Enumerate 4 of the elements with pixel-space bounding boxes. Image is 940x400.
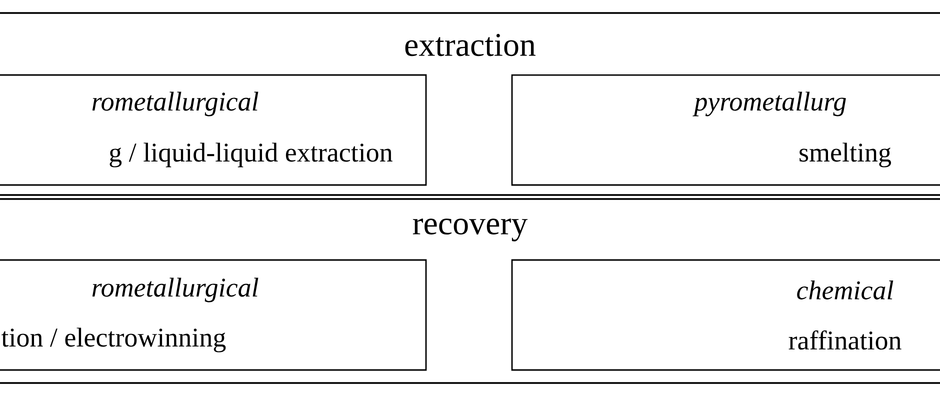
process-box: pyrometallurg smelting bbox=[511, 74, 940, 186]
process-box: chemical raffination bbox=[511, 259, 940, 371]
process-box: rometallurgical tion / electrowinning bbox=[0, 259, 427, 371]
process-box: rometallurgical g / liquid-liquid extraction bbox=[0, 74, 427, 186]
